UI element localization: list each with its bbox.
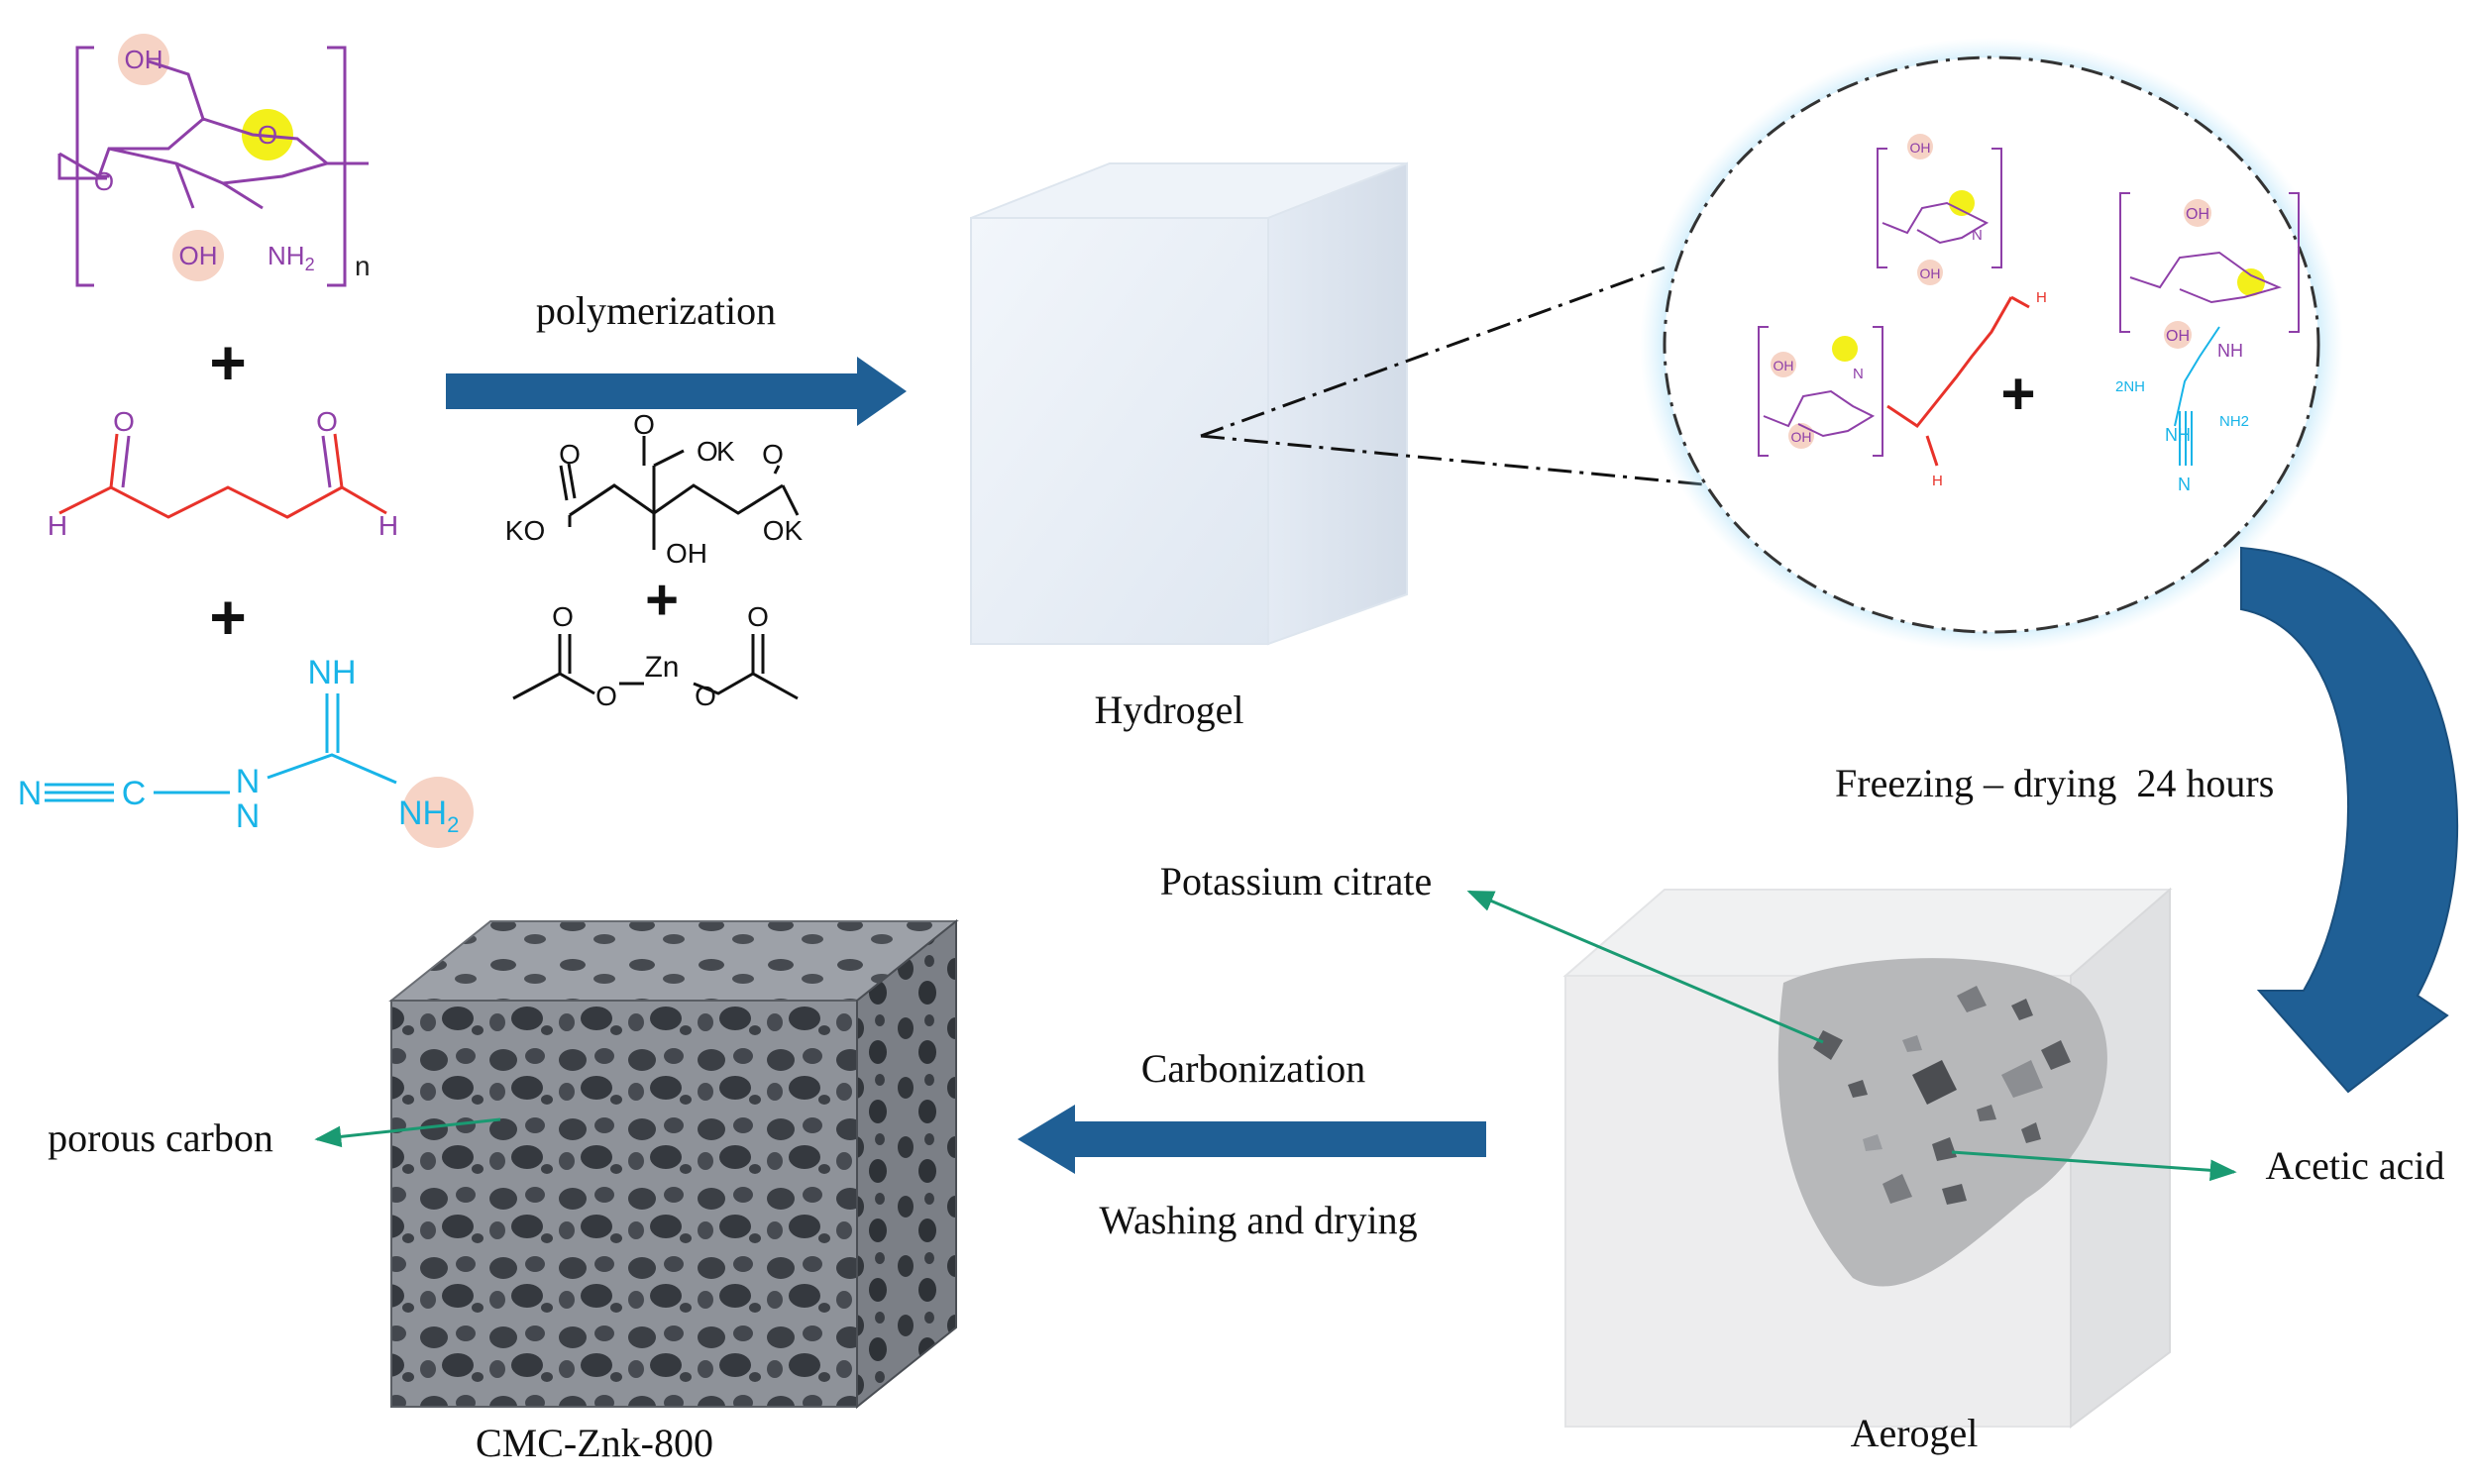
plus-sign: + (645, 568, 679, 632)
plus-sign: + (209, 582, 246, 653)
hydrogel-label: Hydrogel (1094, 688, 1243, 732)
o-label: O (316, 406, 338, 437)
aerogel-label: Aerogel (1851, 1411, 1979, 1455)
crystal-cluster (1813, 986, 2071, 1205)
repeat-n-label: n (355, 251, 371, 281)
nh2-label: NH2 (268, 241, 315, 274)
nh-label: NH (307, 654, 356, 691)
reagent-potassium-citrate (559, 436, 800, 550)
aerogel-cube (1562, 887, 2173, 1429)
ok-label: OK (763, 515, 804, 546)
o-label: O (113, 406, 135, 437)
washing-drying-label: Washing and drying (1099, 1198, 1417, 1242)
potassium-citrate-label: Potassium citrate (1160, 859, 1432, 903)
aerogel-cutaway (1777, 958, 2107, 1287)
nh-label: NH (2217, 341, 2243, 361)
o-label: O (633, 409, 655, 440)
crosslink-bridge (1886, 296, 2013, 429)
o-label: O (559, 439, 581, 470)
o-label: O (552, 601, 574, 632)
hydrogel-cube (970, 161, 1408, 646)
crosslink-unit (1758, 326, 1883, 457)
oh-label: OH (666, 538, 707, 569)
o-label: O (695, 681, 716, 711)
zoom-line (1200, 265, 1666, 438)
crosslink-bridge (1925, 295, 2030, 467)
hydroxyl-highlight (118, 34, 169, 85)
h-label: H (1932, 473, 1943, 489)
carbon-cube (388, 918, 959, 1410)
crosslink-unit (2119, 192, 2300, 349)
product-label: CMC-Znk-800 (476, 1421, 713, 1465)
c-label: C (122, 775, 147, 812)
nh2-label: NH2 (398, 795, 459, 837)
oh-label: OH (179, 241, 218, 270)
oh-label: OH (1774, 358, 1794, 373)
h-label: H (378, 510, 398, 541)
amine-highlight (402, 777, 474, 848)
o-ring-label: O (258, 120, 277, 150)
polymerization-label: polymerization (536, 288, 776, 333)
o-label: O (697, 436, 718, 467)
n-label: N (236, 797, 261, 835)
plus-sign: + (209, 327, 246, 398)
zn-label: Zn (644, 651, 679, 684)
o-label: O (762, 439, 784, 470)
porous-carbon-pointer (314, 1117, 501, 1148)
hydroxyl-highlight (172, 230, 224, 281)
monomer-chitosan: OH O O OH NH2 n (57, 34, 371, 287)
k-label: K (716, 436, 735, 467)
carbonization-label: Carbonization (1141, 1046, 1366, 1091)
n-label: N (236, 763, 261, 800)
n-label: N (18, 775, 43, 812)
polymerization-arrow (446, 357, 907, 426)
o-label: O (747, 601, 769, 632)
n-label: N (2178, 475, 2191, 494)
h-label: H (2036, 289, 2047, 306)
oh-label: OH (2186, 206, 2209, 223)
porous-carbon-label: porous carbon (48, 1115, 273, 1160)
oh-label: OH (2166, 328, 2190, 345)
zoom-circle: + OH OH OH OH OH OH NH NH N 2NH NH2 N N … (1640, 38, 2343, 652)
acetic-acid-pointer (1951, 1150, 2237, 1182)
carbonization-arrow (1018, 1105, 1486, 1174)
oh-label: OH (1920, 265, 1941, 281)
acetic-acid-label: Acetic acid (2266, 1143, 2445, 1188)
crosslink-unit (1877, 134, 2002, 285)
monomer-dicyandiamide: N C N N NH NH2 (18, 654, 474, 848)
nh-label: NH (2165, 425, 2191, 445)
potassium-citrate-pointer (1466, 890, 1824, 1044)
monomer-glutaraldehyde: O O H H (48, 406, 398, 541)
freezing-arrow (2240, 546, 2459, 1094)
nh2-label: NH2 (2219, 413, 2249, 430)
freezing-drying-label: Freezing – drying 24 hours (1835, 761, 2274, 805)
oh-label: OH (125, 45, 163, 74)
oh-label: OH (1910, 140, 1931, 156)
plus-sign: + (2000, 361, 2035, 427)
nh2-label: 2NH (2115, 378, 2145, 395)
reagent-zinc-acetate (512, 634, 799, 700)
o-link-label: O (94, 166, 114, 196)
ko-label: KO (505, 515, 545, 546)
o-label: O (595, 681, 617, 711)
crosslink-dicyandiamide (2174, 326, 2220, 466)
n-label: N (1972, 227, 1983, 244)
h-label: H (48, 510, 67, 541)
n-label: N (1853, 366, 1864, 382)
oh-label: OH (1791, 429, 1812, 445)
